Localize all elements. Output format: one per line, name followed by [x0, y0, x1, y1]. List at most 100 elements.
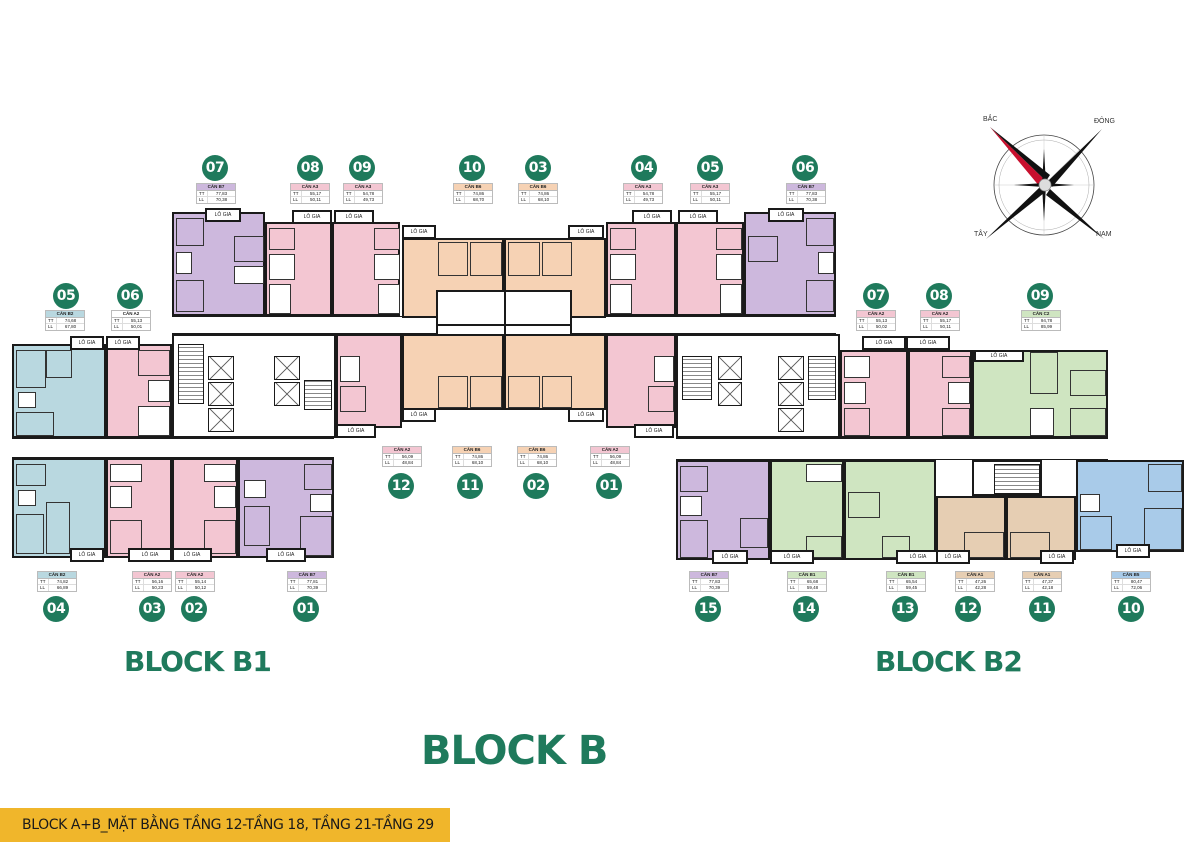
- loggia-b2-bot-13: LÔ GIA: [896, 550, 940, 564]
- unit-b2-bot-10[interactable]: [1076, 460, 1184, 552]
- unit-b1-bot-01[interactable]: [238, 458, 334, 558]
- unit-badge: 03: [525, 155, 551, 181]
- unit-b2-bot-13[interactable]: [844, 460, 936, 560]
- unit-b1-mid-06[interactable]: [106, 344, 172, 438]
- unit-badge: 10: [1118, 596, 1144, 622]
- loggia-b1-bot-02: LÔ GIA: [172, 548, 212, 562]
- unit-c-bot-02[interactable]: [504, 334, 606, 410]
- unit-b2-bot-12[interactable]: [936, 496, 1006, 560]
- unit-badge: 05: [697, 155, 723, 181]
- unit-c-bot-11[interactable]: [402, 334, 504, 410]
- loggia-b1-top-09: LÔ GIA: [334, 210, 374, 224]
- unit-badge: 03: [139, 596, 165, 622]
- unit-badge: 09: [349, 155, 375, 181]
- block-b1-title: BLOCK B1: [124, 645, 272, 678]
- loggia-b1-mid-06: LÔ GIA: [106, 336, 140, 350]
- unit-badge: 04: [631, 155, 657, 181]
- loggia-b2-top-05: LÔ GIA: [678, 210, 718, 224]
- unit-badge: 06: [117, 283, 143, 309]
- unit-b1-bot-04[interactable]: [12, 458, 106, 558]
- corridor-b2: [676, 438, 1108, 460]
- loggia-b2-bot-11: LÔ GIA: [1040, 550, 1074, 564]
- unit-b2-top-04[interactable]: [606, 222, 676, 316]
- loggia-b2-top-04: LÔ GIA: [632, 210, 672, 224]
- unit-badge: 07: [202, 155, 228, 181]
- unit-b1-top-07[interactable]: [172, 212, 265, 316]
- compass-south-label: NAM: [1096, 231, 1112, 238]
- loggia-c-bot-11: LÔ GIA: [402, 408, 436, 422]
- loggia-b2-mid-07: LÔ GIA: [862, 336, 906, 350]
- unit-badge: 02: [181, 596, 207, 622]
- unit-b2-top-05[interactable]: [676, 222, 744, 316]
- unit-b1-top-08[interactable]: [265, 222, 332, 316]
- floor-plan: LÔ GIA LÔ GIA LÔ GIA LÔ GIA LÔ GIA LÔ GI…: [12, 208, 1184, 564]
- unit-badge: 06: [792, 155, 818, 181]
- loggia-b1-mid-05: LÔ GIA: [70, 336, 104, 350]
- unit-badge: 11: [1029, 596, 1055, 622]
- unit-b2-mid-09[interactable]: [972, 350, 1108, 438]
- unit-c-bot-12[interactable]: [336, 334, 402, 428]
- unit-b2-bot-14[interactable]: [770, 460, 844, 560]
- loggia-c-bot-02: LÔ GIA: [568, 408, 604, 422]
- loggia-c-top-10: LÔ GIA: [402, 225, 436, 239]
- unit-c-bot-01[interactable]: [606, 334, 676, 428]
- loggia-c-bot-12: LÔ GIA: [336, 424, 376, 438]
- unit-b1-bot-03[interactable]: [106, 458, 172, 558]
- compass-west-label: TÂY: [974, 231, 988, 238]
- unit-badge: 04: [43, 596, 69, 622]
- loggia-b2-mid-08: LÔ GIA: [906, 336, 950, 350]
- unit-badge: 05: [53, 283, 79, 309]
- compass: BẮC ĐÔNG TÂY NAM: [970, 115, 1120, 245]
- unit-b2-mid-08[interactable]: [908, 350, 972, 438]
- loggia-b2-mid-09: LÔ GIA: [974, 350, 1024, 362]
- core-b1: [172, 334, 336, 438]
- unit-badge: 01: [596, 473, 622, 499]
- unit-badge: 01: [293, 596, 319, 622]
- unit-b1-mid-05[interactable]: [12, 344, 106, 438]
- compass-east-label: ĐÔNG: [1094, 118, 1115, 125]
- unit-b1-bot-02[interactable]: [172, 458, 238, 558]
- loggia-b2-bot-14: LÔ GIA: [770, 550, 814, 564]
- block-b-title: BLOCK B: [421, 728, 608, 774]
- unit-badge: 15: [695, 596, 721, 622]
- loggia-c-top-03: LÔ GIA: [568, 225, 604, 239]
- loggia-b1-bot-03: LÔ GIA: [128, 548, 172, 562]
- unit-b1-top-09[interactable]: [332, 222, 400, 316]
- loggia-c-bot-01: LÔ GIA: [634, 424, 674, 438]
- unit-b2-top-06[interactable]: [744, 212, 836, 316]
- core-b2: [676, 334, 840, 438]
- loggia-b2-top-06: LÔ GIA: [768, 208, 804, 222]
- compass-north-label: BẮC: [983, 116, 998, 123]
- unit-badge: 02: [523, 473, 549, 499]
- corridor-b1: [12, 438, 334, 458]
- stair-b2-bot: [972, 460, 1042, 496]
- unit-badge: 10: [459, 155, 485, 181]
- unit-badge: 12: [388, 473, 414, 499]
- unit-b2-bot-15[interactable]: [676, 460, 770, 560]
- loggia-b1-bot-04: LÔ GIA: [70, 548, 104, 562]
- unit-b2-mid-07[interactable]: [840, 350, 908, 438]
- block-b2-title: BLOCK B2: [875, 645, 1023, 678]
